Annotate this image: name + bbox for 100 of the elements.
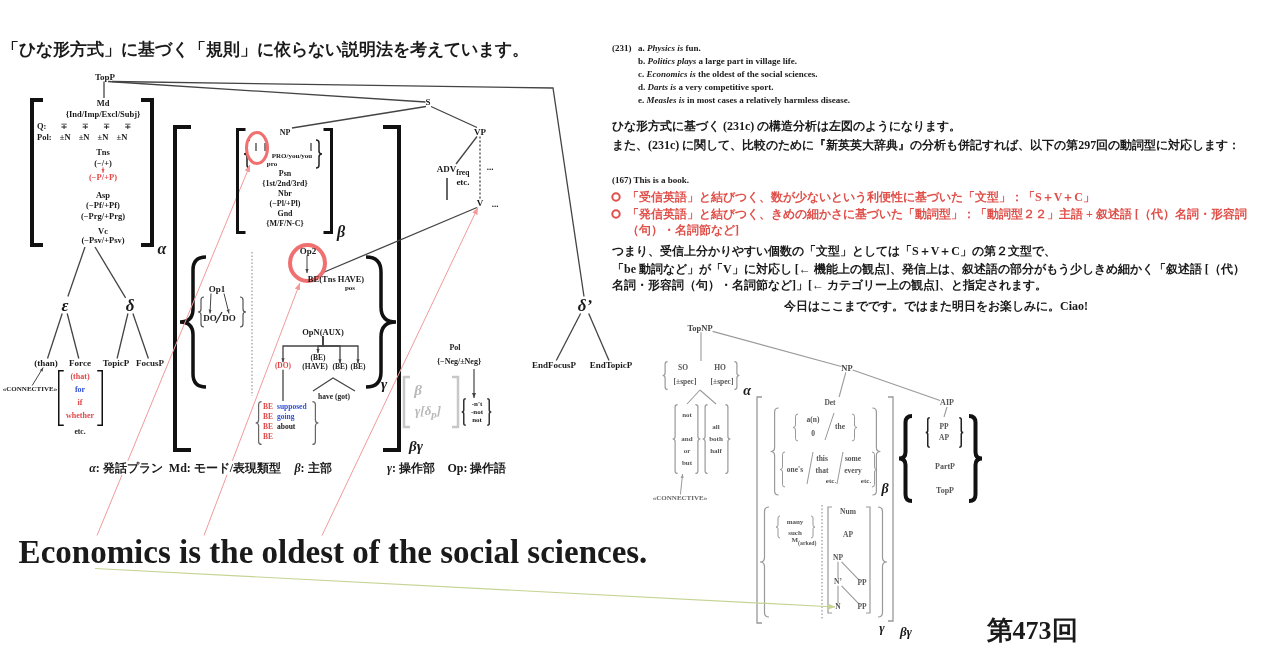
greek-letter-label: β: [881, 482, 889, 496]
tree-branch: [588, 312, 610, 362]
tree-node-label: Force: [69, 358, 91, 368]
feature-label: (that): [70, 373, 90, 381]
feature-label: Psn: [278, 170, 292, 178]
tree-node-label: TopicP: [102, 358, 130, 368]
tree-branch: [46, 312, 63, 360]
greek-letter-label: γ[δ$_{p}$]: [414, 403, 442, 421]
pointer-arrow: [203, 282, 301, 536]
tree-node-label: AIP: [940, 399, 954, 407]
feature-label: {−Neg/±Neg}: [436, 358, 482, 366]
feature-label: {1st/2nd/3rd}: [262, 180, 308, 188]
feature-label: (−Pf/+Pf): [86, 200, 120, 210]
abbreviation-key: α: 発話プラン: [89, 460, 163, 476]
feature-label: Vc: [98, 226, 108, 236]
example-sentence: (167) This is a book.: [612, 175, 690, 185]
feature-label: NP: [279, 129, 291, 137]
ellipsis: ...: [486, 162, 494, 172]
highlight-ring: [245, 131, 269, 165]
feature-label: if: [77, 399, 83, 407]
paragraph: 「be 動詞など」が「V」に対応し [← 機能上の観点]、発信上は、叙述語の部分がもう少しきめ細かく「叙述語 [（代）名詞・形容詞（句）・名詞節など]」[← カテゴリー上の観点]、と指定されます。: [612, 261, 1246, 293]
tree-branch: [837, 585, 839, 604]
tree-branch: [943, 406, 948, 418]
tree-branch: [291, 105, 427, 129]
feature-label: PartP: [935, 463, 955, 471]
example-sentence: d. Darts is a very competitive sport.: [638, 82, 774, 92]
arrow: [322, 335, 360, 364]
arrow: [223, 293, 230, 314]
tree-branch: [116, 312, 129, 360]
arrow: [101, 166, 105, 174]
example-sentence: b. Politics plays a large part in village life.: [638, 56, 797, 66]
paragraph: また、(231c) に関して、比較のために『新英英大辞典』の分析も併記すれば、以下の第297回の動詞型に対応します：: [612, 137, 1242, 153]
greek-letter-label: δ’: [577, 296, 593, 314]
example-sentence: a. Physics is fun.: [638, 43, 701, 53]
tree-branch: [852, 369, 941, 402]
tree-branch: [838, 371, 847, 398]
example-number: (231): [612, 43, 632, 53]
abbreviation-key: γ: 操作部: [387, 460, 435, 476]
tree-branch: [555, 312, 582, 362]
feature-label: Pol: ±N ±N ±N ±N: [37, 132, 128, 142]
feature-label: Q: ∓ ∓ ∓ ∓: [37, 121, 132, 131]
tree-branch: [94, 246, 127, 299]
feature-label: Tns: [96, 147, 110, 157]
greek-letter-label: δ: [125, 296, 135, 314]
tree-node-label: EndTopicP: [589, 360, 633, 370]
greek-letter-label: α: [157, 241, 167, 257]
greek-letter-label: β: [336, 224, 346, 240]
greek-letter-label: ε: [61, 296, 69, 314]
feature-label: Asp: [95, 190, 111, 200]
tree-node-label: Op2: [299, 246, 317, 256]
dotted-branch: [479, 135, 481, 200]
tree-branch: [455, 135, 478, 165]
arrow: [31, 367, 44, 386]
feature-label: (−Prg/+Prg): [80, 211, 126, 221]
pointer-arrow: [94, 567, 836, 610]
feature-label: {M/F/N-C}: [266, 220, 304, 228]
feature-label: for: [74, 386, 86, 394]
tree-branch: [837, 561, 839, 579]
feature-label: Pol: [449, 344, 461, 352]
ellipsis: ...: [491, 199, 499, 209]
tree-branch: [107, 80, 427, 103]
feature-label: whether: [66, 412, 94, 420]
arrow: [679, 473, 684, 495]
greek-letter-label: β: [414, 382, 422, 398]
example-sentence: e. Measles is in most cases a relatively harmless disease.: [638, 95, 851, 105]
title: 「ひな形方式」に基づく「規則」に依らない説明法を考えています。: [2, 40, 529, 58]
note-text: 「受信英語」と結びつく、数が少ないという利便性に基づいた「文型」：「S＋V＋C」: [627, 189, 1095, 205]
tree-node-label: S: [425, 97, 431, 107]
pointer-arrow: [321, 207, 479, 536]
tree-node-label: FocusP: [136, 358, 164, 368]
greek-letter-label: γ: [879, 620, 885, 634]
greek-letter-label: γ: [380, 376, 388, 392]
tree-branch: [700, 331, 702, 362]
tree-node-label: TopNP: [687, 323, 713, 333]
tree-node-label: (than): [34, 358, 58, 368]
abbreviation-key: Op: 操作語: [447, 460, 507, 476]
tree-branch: [132, 312, 150, 360]
tree-node-label: DO: [222, 313, 236, 323]
tree-branch: [841, 561, 859, 580]
tree-branch: [430, 105, 478, 129]
paragraph: ひな形方式に基づく (231c) の構造分析は左図のようになります。: [612, 118, 962, 134]
tree-node-label: TopP: [94, 72, 116, 82]
tree-branch: [103, 80, 105, 99]
abbreviation-key: Md: モード/表現類型: [168, 460, 282, 476]
tree-node-label: Op1: [208, 284, 226, 294]
example-sentence: Economics is the oldest of the social sciences.: [18, 535, 648, 569]
paragraph: つまり、受信上分かりやすい個数の「文型」としては「S＋V＋C」の第２文型で、: [612, 243, 1056, 259]
note-text: 「発信英語」と結びつく、きめの細かさに基づいた「動詞型」：「動詞型２２」主語 + 叙述語 [（代）名詞・形容詞（句）・名詞節など]: [627, 206, 1248, 238]
feature-label: ADV$_{freq}$: [436, 165, 470, 177]
feature-label: Gnd: [277, 210, 293, 218]
feature-label: etc.: [456, 177, 470, 187]
greek-letter-label: α: [743, 384, 751, 398]
tree-branch: [712, 330, 842, 368]
tree-branch: [841, 585, 859, 604]
feature-label: Md: [96, 98, 110, 108]
tree-branch: [686, 389, 701, 405]
episode-number: 第473回: [986, 618, 1078, 644]
tree-node-label: DO: [203, 313, 217, 323]
tree-node-label: (−P/+P): [88, 172, 118, 182]
tree-node-label: OpN(AUX): [302, 327, 344, 337]
